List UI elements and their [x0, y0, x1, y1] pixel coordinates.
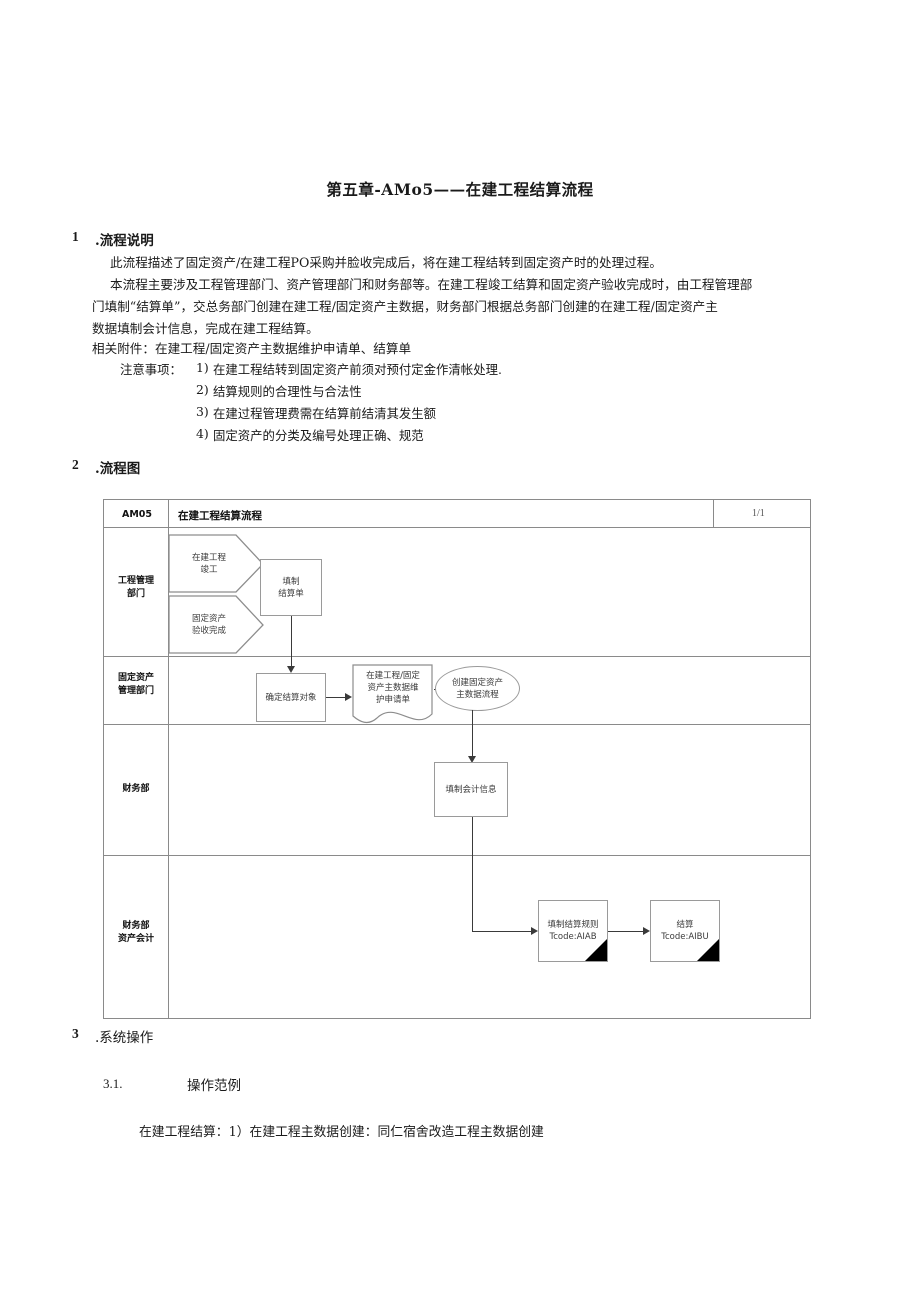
description-paragraph: 数据填制会计信息，完成在建工程结算。 — [92, 321, 319, 336]
flowchart-page-cell-divider — [713, 500, 714, 527]
connector-arrow — [287, 666, 295, 673]
start-construction-complete-shape — [168, 534, 264, 593]
lane-label-line: 财务部 — [122, 784, 150, 794]
node-line: 在建工程/固定 — [366, 671, 420, 681]
node-line: Tcode:AIBU — [661, 932, 709, 942]
node-line: 确定结算对象 — [265, 692, 317, 703]
flowchart-lane-divider — [104, 656, 810, 657]
note-text: 在建过程管理费需在结算前结清其发生额 — [213, 406, 437, 421]
note-marker: 2) — [196, 382, 209, 397]
subsection-number: 3.1. — [103, 1076, 123, 1091]
connector-line — [326, 697, 348, 698]
node-master-data-request-form-shape — [352, 664, 433, 724]
section-3-title: .系统操作 — [95, 1030, 154, 1046]
node-line: Tcode:AIAB — [549, 932, 597, 942]
flowchart-code: AM05 — [122, 509, 153, 520]
start-construction-complete-label: 在建工程 竣工 — [174, 544, 244, 584]
node-line: 填制会计信息 — [445, 784, 497, 795]
flowchart-lane-divider — [104, 855, 810, 856]
flowchart-header-divider — [104, 527, 810, 528]
sap-transaction-corner-icon — [697, 939, 719, 961]
node-line: 固定资产 — [191, 614, 226, 624]
lane-label-engineering: 工程管理 部门 — [104, 575, 168, 601]
description-attachments: 相关附件：在建工程/固定资产主数据维护申请单、结算单 — [92, 341, 412, 356]
node-line: 主数据流程 — [456, 689, 499, 700]
connector-arrow — [468, 756, 476, 763]
node-line: 护申请单 — [375, 695, 410, 705]
notes-label: 注意事项： — [120, 362, 182, 377]
start-asset-accepted-shape — [168, 595, 264, 654]
page-title: 第五章-AMo5——在建工程结算流程 — [326, 180, 594, 199]
node-fill-accounting-info: 填制会计信息 — [434, 762, 508, 817]
connector-line — [608, 931, 646, 932]
lane-label-line: 工程管理 — [117, 576, 154, 586]
lane-label-finance: 财务部 — [104, 783, 168, 796]
node-line: 资产主数据维 — [367, 683, 419, 693]
note-text: 结算规则的合理性与合法性 — [213, 384, 362, 399]
start-asset-accepted-label: 固定资产 验收完成 — [174, 605, 244, 645]
node-line: 竣工 — [200, 565, 218, 575]
connector-line — [472, 817, 473, 931]
section-2-title: .流程图 — [95, 461, 141, 477]
description-paragraph: 门填制“结算单”，交总务部门创建在建工程/固定资产主数据，财务部门根据总务部门创… — [92, 299, 718, 314]
node-line: 填制结算规则 — [547, 920, 599, 930]
description-paragraph: 本流程主要涉及工程管理部门、资产管理部门和财务部等。在建工程竣工结算和固定资产验… — [110, 277, 753, 292]
lane-label-line: 财务部 — [122, 921, 150, 931]
section-3-number: 3 — [72, 1026, 79, 1041]
node-line: 填制 — [282, 576, 300, 587]
connector-arrow — [531, 927, 538, 935]
lane-label-line: 固定资产 — [117, 673, 154, 683]
section-1-number: 1 — [72, 229, 79, 244]
sap-transaction-corner-icon — [585, 939, 607, 961]
lane-label-asset-management: 固定资产 管理部门 — [104, 672, 168, 698]
node-create-asset-master-process: 创建固定资产 主数据流程 — [435, 666, 520, 711]
flowchart-lane-divider — [104, 724, 810, 725]
lane-label-line: 部门 — [126, 589, 145, 599]
node-settlement: 结算 Tcode:AIBU — [650, 900, 720, 962]
flowchart-lane-column-divider — [168, 500, 169, 1018]
note-text: 固定资产的分类及编号处理正确、规范 — [213, 428, 424, 443]
connector-line — [472, 931, 534, 932]
node-line: 结算 — [676, 920, 694, 930]
flowchart-page-number: 1/1 — [752, 508, 765, 519]
connector-arrow — [345, 693, 352, 701]
note-marker: 4) — [196, 426, 209, 441]
node-fill-settlement-rule: 填制结算规则 Tcode:AIAB — [538, 900, 608, 962]
lane-label-line: 资产会计 — [117, 934, 154, 944]
connector-line — [472, 710, 473, 760]
note-marker: 1) — [196, 360, 209, 375]
node-line: 创建固定资产 — [451, 677, 503, 688]
connector-line — [291, 616, 292, 670]
flowchart-title: 在建工程结算流程 — [178, 510, 262, 522]
description-paragraph: 此流程描述了固定资产/在建工程PO采购并脸收完成后，将在建工程结转到固定资产时的… — [110, 255, 662, 270]
node-line: 验收完成 — [191, 626, 226, 636]
node-line: 结算单 — [278, 588, 304, 599]
subsection-title: 操作范例 — [187, 1078, 241, 1094]
flowchart-diagram: AM05 在建工程结算流程 1/1 工程管理 部门 固定资产 管理部门 财务部 … — [103, 499, 811, 1019]
lane-label-asset-accounting: 财务部 资产会计 — [104, 920, 168, 946]
note-marker: 3) — [196, 404, 209, 419]
note-text: 在建工程结转到固定资产前须对预付定金作清帐处理. — [213, 362, 502, 377]
example-text: 在建工程结算：1）在建工程主数据创建：同仁宿舍改造工程主数据创建 — [139, 1125, 544, 1140]
node-line: 在建工程 — [191, 553, 226, 563]
node-master-data-request-form-label: 在建工程/固定 资产主数据维 护申请单 — [354, 668, 432, 708]
connector-arrow — [643, 927, 650, 935]
section-1-title: .流程说明 — [95, 233, 154, 249]
node-determine-settlement-object: 确定结算对象 — [256, 673, 326, 722]
section-2-number: 2 — [72, 457, 79, 472]
lane-label-line: 管理部门 — [117, 686, 154, 696]
node-fill-settlement-form: 填制 结算单 — [260, 559, 322, 616]
